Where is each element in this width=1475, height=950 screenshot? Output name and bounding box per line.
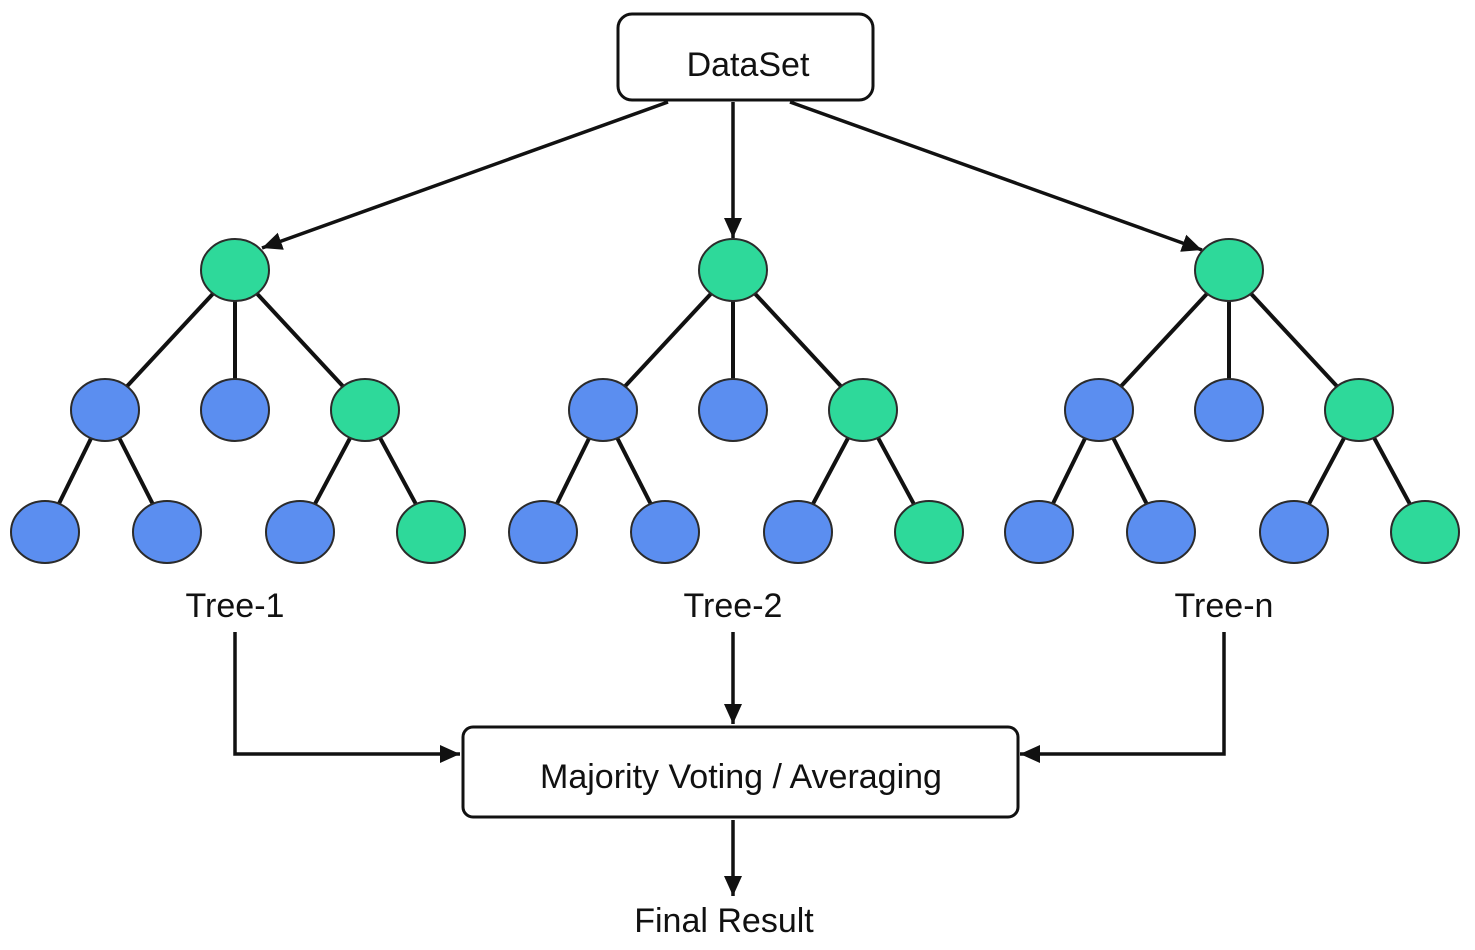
tree-1-level3-node-3 — [265, 500, 335, 564]
tree-2-level2-node-2 — [698, 378, 768, 442]
tree-1-level3-node-2 — [132, 500, 202, 564]
arrow-tree-1-to-aggregator — [233, 632, 460, 763]
arrow-dataset-to-tree-1 — [261, 100, 669, 250]
tree-label-n: Tree-n — [1175, 587, 1274, 625]
tree-1-level2-node-2 — [200, 378, 270, 442]
tree-3-root-node — [1194, 238, 1264, 302]
tree-2-root-node — [698, 238, 768, 302]
tree-1-level2-node-3 — [330, 378, 400, 442]
tree-1-level3-node-4 — [396, 500, 466, 564]
tree-3-level3-node-3 — [1259, 500, 1329, 564]
tree-3-level2-node-1 — [1064, 378, 1134, 442]
dataset-box: DataSet — [616, 12, 875, 102]
aggregator-label: Majority Voting / Averaging — [540, 758, 942, 796]
tree-1-root-node — [200, 238, 270, 302]
tree-2-level3-node-3 — [763, 500, 833, 564]
tree-2-level2-node-1 — [568, 378, 638, 442]
tree-3-level2-node-2 — [1194, 378, 1264, 442]
tree-1-level2-node-1 — [70, 378, 140, 442]
arrow-dataset-to-tree-n — [789, 100, 1203, 252]
tree-label-1: Tree-1 — [186, 587, 285, 625]
dataset-arrows — [261, 100, 1203, 252]
tree-1-level3-node-1 — [10, 500, 80, 564]
final-result-label: Final Result — [634, 902, 814, 940]
tree-2-level3-node-2 — [630, 500, 700, 564]
arrow-tree-n-to-aggregator — [1020, 632, 1226, 763]
aggregator-box: Majority Voting / Averaging — [461, 725, 1020, 819]
tree-3-level3-node-1 — [1004, 500, 1074, 564]
trees-layer — [10, 238, 1460, 564]
tree-label-2: Tree-2 — [684, 587, 783, 625]
dataset-label: DataSet — [687, 46, 810, 84]
tree-2-level3-node-1 — [508, 500, 578, 564]
tree-2-level3-node-4 — [894, 500, 964, 564]
aggregation-arrows — [233, 632, 1226, 763]
tree-3-level2-node-3 — [1324, 378, 1394, 442]
tree-3-level3-node-4 — [1390, 500, 1460, 564]
tree-3-level3-node-2 — [1126, 500, 1196, 564]
tree-2-level2-node-3 — [828, 378, 898, 442]
